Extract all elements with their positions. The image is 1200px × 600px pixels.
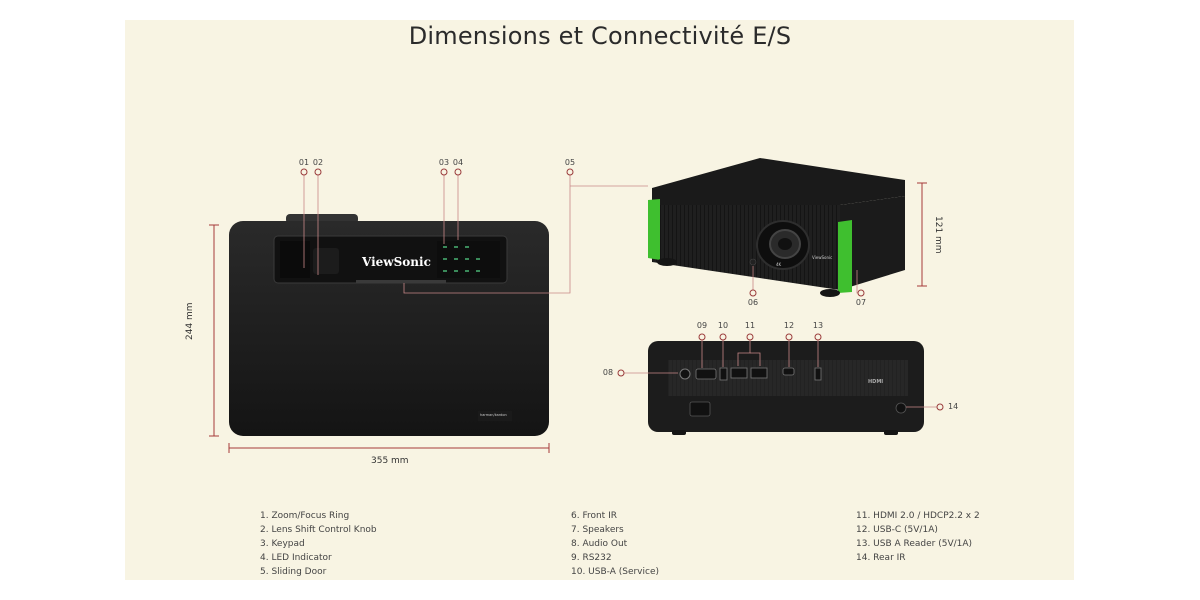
callout-label-07: 07 bbox=[855, 298, 867, 307]
callout-label-12: 12 bbox=[783, 321, 795, 330]
callout-label-05: 05 bbox=[564, 158, 576, 167]
callout-marker-04 bbox=[454, 168, 462, 176]
callout-marker-13 bbox=[814, 333, 822, 341]
legend-item: 2. Lens Shift Control Knob bbox=[260, 525, 377, 535]
callout-marker-11 bbox=[746, 333, 754, 341]
callout-lines bbox=[303, 175, 938, 408]
viewsonic-logo: ViewSonic bbox=[362, 255, 431, 269]
legend-item: 4. LED Indicator bbox=[260, 553, 332, 563]
legend-item: 8. Audio Out bbox=[571, 539, 628, 549]
legend-item: 11. HDMI 2.0 / HDCP2.2 x 2 bbox=[856, 511, 980, 521]
legend-item: 7. Speakers bbox=[571, 525, 624, 535]
lens-badge: 4K bbox=[776, 262, 782, 267]
callout-label-04: 04 bbox=[452, 158, 464, 167]
callout-label-11: 11 bbox=[744, 321, 756, 330]
callout-label-14: 14 bbox=[948, 402, 959, 411]
callout-label-10: 10 bbox=[717, 321, 729, 330]
callout-marker-10 bbox=[719, 333, 727, 341]
perspective-projector bbox=[648, 158, 905, 297]
callout-marker-14 bbox=[936, 403, 944, 411]
legend-item: 3. Keypad bbox=[260, 539, 305, 549]
harman-kardon-logo: harman/kardon bbox=[480, 413, 507, 417]
callout-marker-02 bbox=[314, 168, 322, 176]
dimension-lines bbox=[209, 182, 927, 453]
dimension-height-label: 121 mm bbox=[933, 216, 943, 254]
callout-label-03: 03 bbox=[438, 158, 450, 167]
legend-item: 14. Rear IR bbox=[856, 553, 906, 563]
callout-label-02: 02 bbox=[312, 158, 324, 167]
legend-item: 10. USB-A (Service) bbox=[571, 567, 660, 577]
callout-marker-06 bbox=[749, 289, 757, 297]
callout-label-01: 01 bbox=[298, 158, 310, 167]
hdmi-logo: HDMI bbox=[868, 379, 884, 385]
dimension-depth-label: 244 mm bbox=[185, 302, 195, 340]
callout-marker-08 bbox=[617, 369, 625, 377]
viewsonic-small-logo: ViewSonic bbox=[812, 255, 833, 260]
rear-view-projector bbox=[648, 341, 924, 435]
callout-marker-03 bbox=[440, 168, 448, 176]
legend-item: 13. USB A Reader (5V/1A) bbox=[856, 539, 973, 549]
legend-item: 9. RS232 bbox=[571, 553, 612, 563]
callout-label-13: 13 bbox=[812, 321, 824, 330]
callout-label-08: 08 bbox=[602, 368, 614, 377]
legend-item: 1. Zoom/Focus Ring bbox=[260, 511, 350, 521]
dimension-width-label: 355 mm bbox=[371, 456, 409, 466]
callout-marker-01 bbox=[300, 168, 308, 176]
legend-item: 6. Front IR bbox=[571, 511, 617, 521]
callout-marker-12 bbox=[785, 333, 793, 341]
top-view-projector bbox=[229, 214, 549, 436]
callout-label-09: 09 bbox=[696, 321, 708, 330]
legend-item: 12. USB-C (5V/1A) bbox=[856, 525, 938, 535]
callout-marker-07 bbox=[857, 289, 865, 297]
green-accent-right bbox=[838, 220, 852, 293]
callout-label-06: 06 bbox=[747, 298, 759, 307]
legend-item: 5. Sliding Door bbox=[260, 567, 327, 577]
callout-marker-05 bbox=[566, 168, 574, 176]
green-accent-left bbox=[648, 199, 660, 260]
callout-marker-09 bbox=[698, 333, 706, 341]
page-title: Dimensions et Connectivité E/S bbox=[408, 22, 792, 50]
